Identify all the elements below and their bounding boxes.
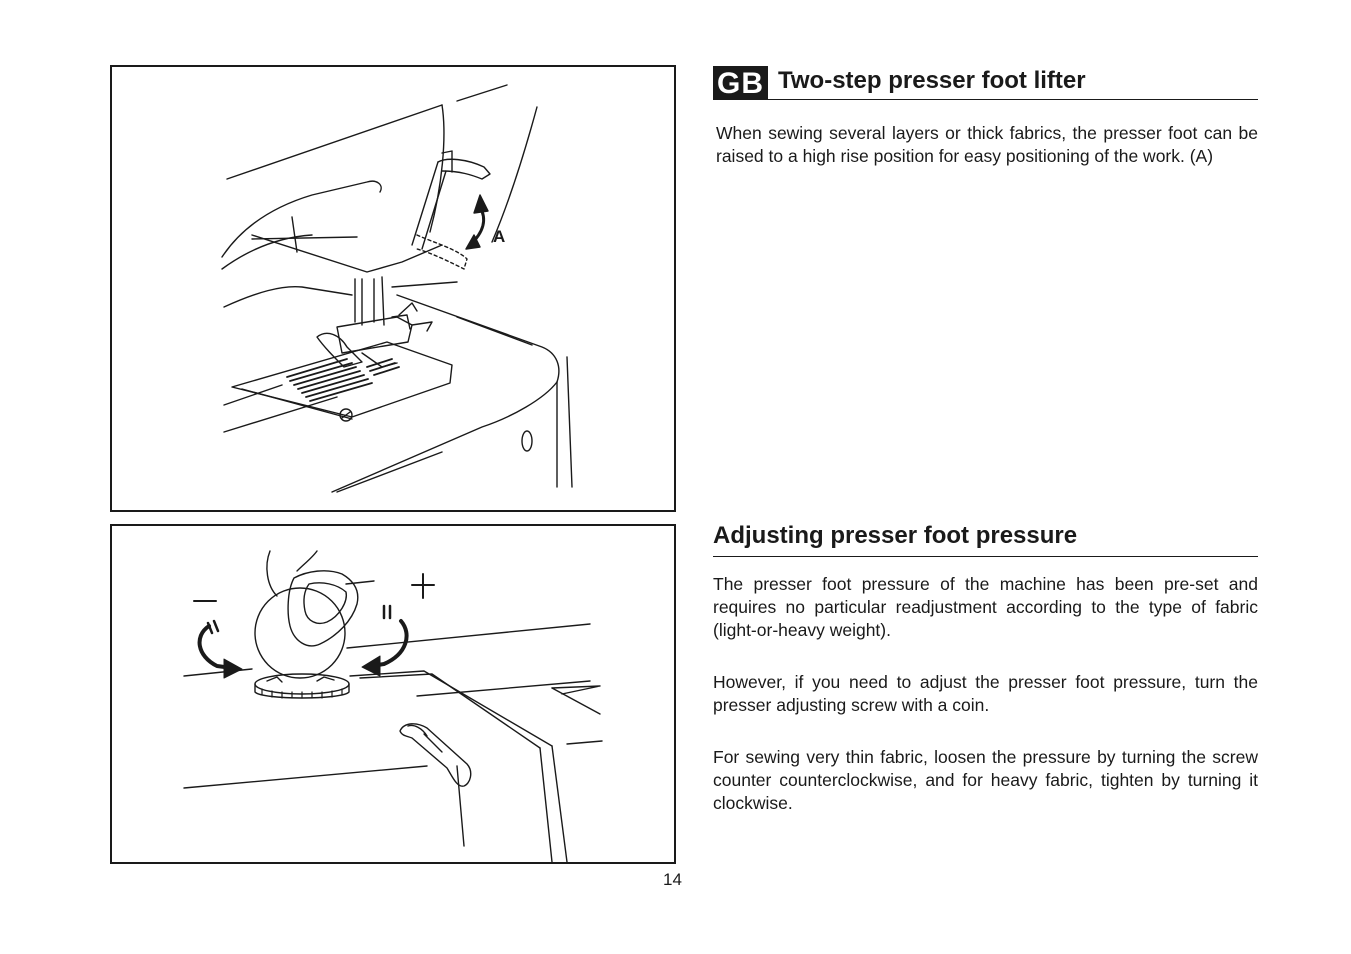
body-paragraph: However, if you need to adjust the press… <box>713 672 1258 715</box>
page-number: 14 <box>663 870 682 889</box>
section-presser-foot-pressure: Adjusting presser foot pressure The pres… <box>713 519 1258 815</box>
pressure-adjusting-screw-illustration: — + <box>110 524 676 864</box>
section-heading-row: Adjusting presser foot pressure <box>713 519 1258 557</box>
section-heading: Adjusting presser foot pressure <box>713 521 1078 549</box>
body-paragraph: The presser foot pressure of the machine… <box>713 574 1258 640</box>
presser-foot-lifter-illustration: A <box>110 65 676 512</box>
section-presser-foot-lifter: GB Two-step presser foot lifter When sew… <box>713 65 1258 168</box>
language-badge: GB <box>713 65 768 100</box>
callout-label-a: A <box>493 227 506 246</box>
body-paragraph: For sewing very thin fabric, loosen the … <box>713 747 1258 813</box>
section-heading: Two-step presser foot lifter <box>778 66 1086 94</box>
body-paragraph: When sewing several layers or thick fabr… <box>716 123 1258 166</box>
section-heading-row: GB Two-step presser foot lifter <box>713 65 1258 100</box>
